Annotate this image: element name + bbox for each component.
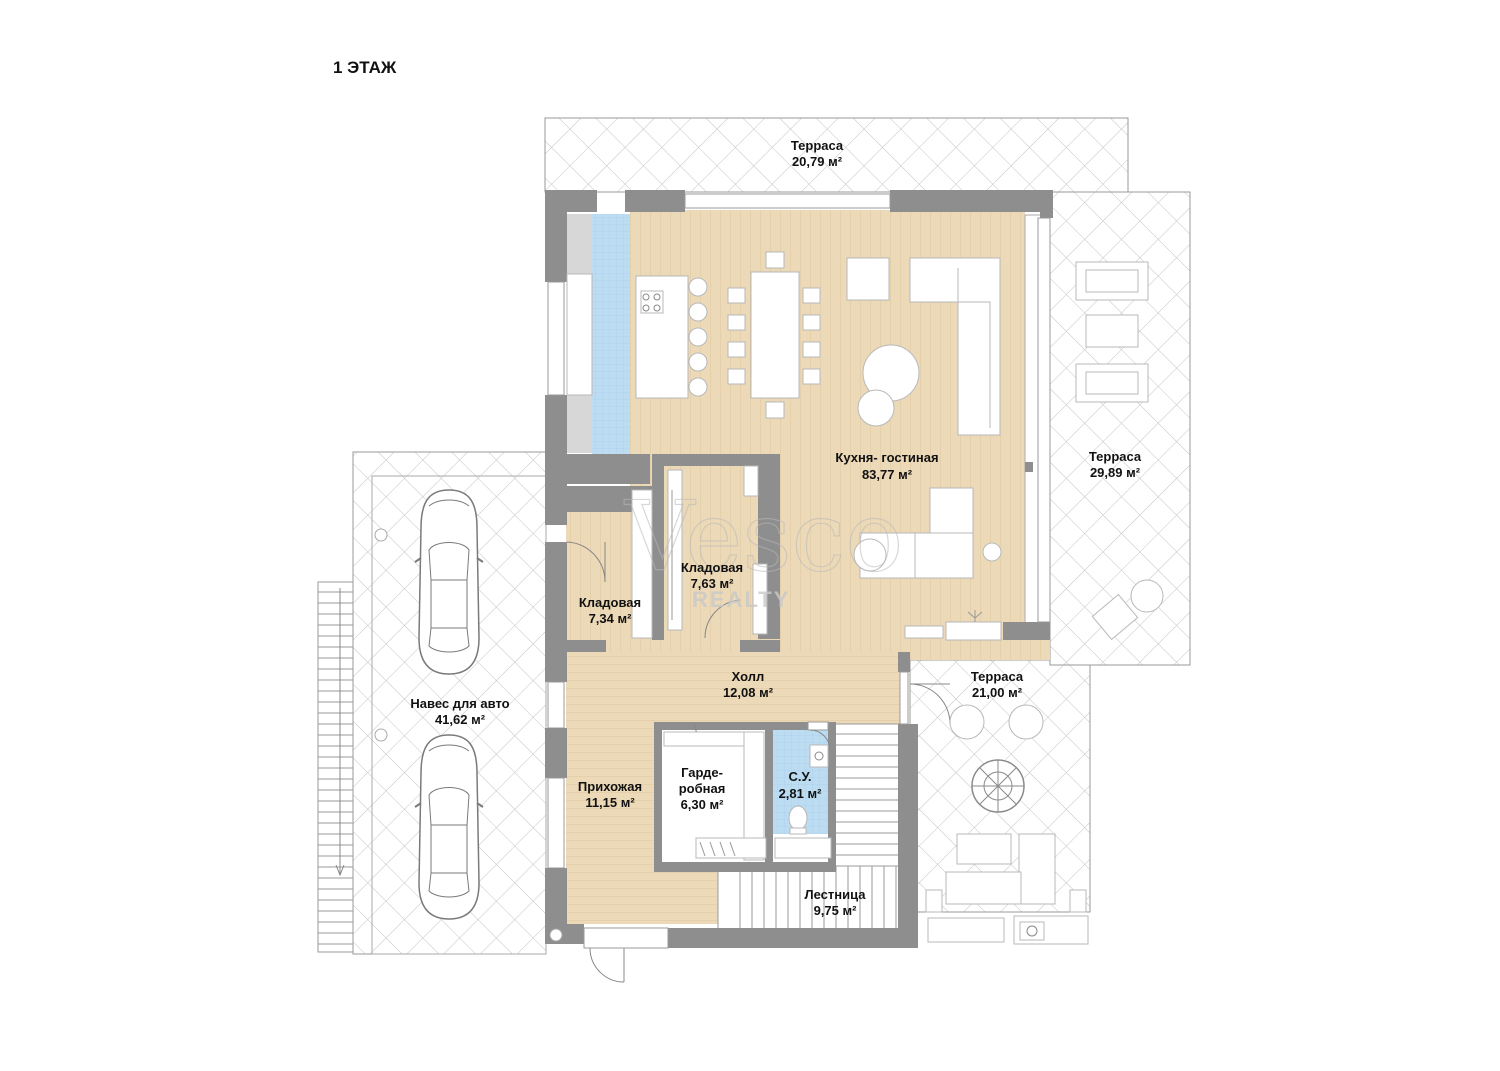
car-icon: [414, 489, 484, 675]
entry-step: [583, 927, 669, 949]
pantry-shelves: [631, 465, 768, 639]
room-name: Терраса: [1089, 449, 1142, 464]
room-name: Кладовая: [681, 560, 743, 575]
room-area: 6,30 м²: [681, 797, 725, 812]
room-name: Гарде-: [681, 765, 723, 780]
room-label-terrace-east: Терраса 29,89 м²: [1089, 449, 1142, 480]
bathroom-fixtures: [774, 744, 832, 859]
watermark-main: Vesco: [624, 481, 903, 593]
room-label-wardrobe: Гарде- робная 6,30 м²: [679, 765, 726, 812]
room-area: 21,00 м²: [972, 685, 1023, 700]
entrance-floor: [566, 724, 656, 924]
room-area: 2,81 м²: [779, 786, 823, 801]
hall-floor: [566, 652, 902, 724]
kitchen-island: [635, 275, 708, 399]
carport-columns: [374, 528, 563, 942]
terrace-north-deck: [544, 117, 1129, 193]
floor-title: 1 ЭТАЖ: [333, 58, 397, 77]
dining-table: [727, 251, 821, 419]
room-label-terrace-north: Терраса 20,79 м²: [791, 138, 844, 169]
room-name: Терраса: [971, 669, 1024, 684]
room-label-pantry-1: Кладовая 7,63 м²: [681, 560, 743, 591]
room-area: 41,62 м²: [435, 712, 486, 727]
room-area: 7,34 м²: [589, 611, 633, 626]
room-area: 12,08 м²: [723, 685, 774, 700]
room-name: Лестница: [804, 887, 866, 902]
terrace-east-furniture: [1075, 261, 1164, 641]
room-area: 29,89 м²: [1090, 465, 1141, 480]
indoor-stairs: [717, 723, 909, 931]
room-label-bathroom: С.У. 2,81 м²: [779, 769, 823, 801]
room-name: Кладовая: [579, 595, 641, 610]
kitchen-column: [1025, 462, 1033, 472]
watermark-sub: REALTY: [692, 587, 790, 612]
room-label-terrace-south: Терраса 21,00 м²: [971, 669, 1024, 700]
hall-lower-floor: [656, 866, 718, 924]
living-sofa-area: [846, 257, 1001, 436]
lounge-sofa: [853, 487, 1002, 641]
room-name-2: робная: [679, 781, 726, 796]
room-label-carport: Навес для авто 41,62 м²: [410, 696, 509, 727]
room-name: С.У.: [788, 769, 811, 784]
room-area: 9,75 м²: [814, 903, 858, 918]
room-label-kitchen-living: Кухня- гостиная 83,77 м²: [835, 450, 938, 482]
room-name: Холл: [732, 669, 765, 684]
car-icon: [414, 734, 484, 920]
room-area: 11,15 м²: [585, 795, 635, 810]
carport-inner-border: [371, 475, 547, 955]
room-area: 20,79 м²: [792, 154, 843, 169]
room-label-entrance: Прихожая 11,15 м²: [578, 779, 642, 810]
room-label-pantry-2: Кладовая 7,34 м²: [579, 595, 641, 626]
kitchen-tile-strip: [592, 214, 630, 454]
room-name: Терраса: [791, 138, 844, 153]
watermark: Vesco REALTY: [623, 480, 903, 612]
room-name: Кухня- гостиная: [835, 450, 938, 465]
terrace-south-furniture: [925, 704, 1089, 945]
room-label-hall: Холл 12,08 м²: [723, 669, 774, 700]
room-name: Навес для авто: [410, 696, 509, 711]
room-area: 7,63 м²: [691, 576, 735, 591]
room-name: Прихожая: [578, 779, 642, 794]
room-label-stairs: Лестница 9,75 м²: [804, 887, 866, 918]
room-area: 83,77 м²: [862, 467, 913, 482]
wardrobe-shelves: [663, 731, 767, 861]
outdoor-stairs: [317, 581, 354, 953]
